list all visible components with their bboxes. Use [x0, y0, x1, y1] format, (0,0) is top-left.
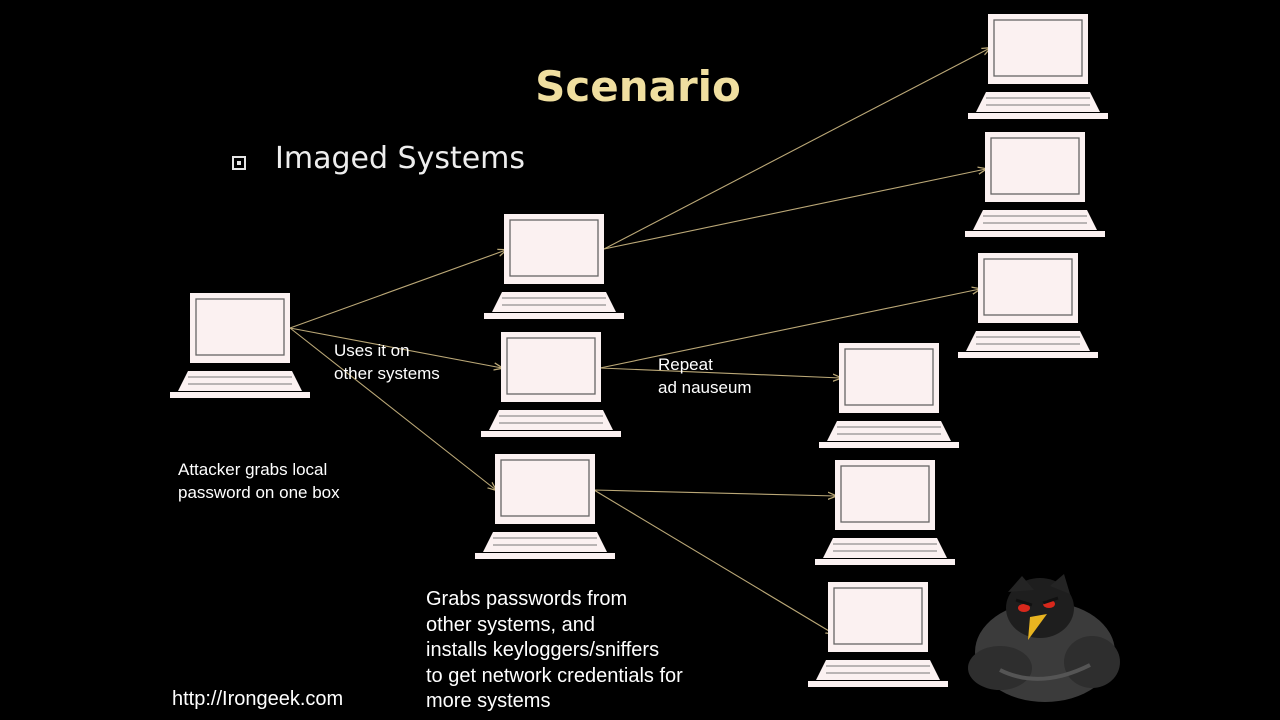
- angry-penguin-mascot: [968, 574, 1120, 702]
- laptop-icon: [808, 582, 948, 687]
- connection-arrow: [603, 169, 986, 250]
- laptop-icon: [965, 132, 1105, 237]
- laptop-icon: [815, 460, 955, 565]
- uses-note-line: Uses it on: [334, 341, 410, 360]
- connection-arrow: [289, 250, 506, 329]
- grabs-note-line: to get network credentials for: [426, 664, 683, 687]
- connection-arrow: [289, 327, 502, 368]
- connection-arrow: [593, 489, 836, 496]
- repeat-note-line: ad nauseum: [658, 378, 752, 397]
- connection-arrow: [289, 327, 496, 490]
- connection-arrow: [603, 48, 990, 250]
- repeat-note: Repeat ad nauseum: [658, 353, 752, 399]
- laptop-icon: [958, 253, 1098, 358]
- repeat-note-line: Repeat: [658, 355, 713, 374]
- grabs-note-line: more systems: [426, 690, 551, 712]
- laptops: [170, 14, 1108, 687]
- attacker-note-line: Attacker grabs local: [178, 460, 328, 479]
- laptop-icon: [170, 293, 310, 398]
- laptop-icon: [484, 214, 624, 319]
- laptop-icon: [968, 14, 1108, 119]
- laptop-icon: [481, 332, 621, 437]
- uses-note: Uses it on other systems: [334, 339, 440, 385]
- attacker-note: Attacker grabs local password on one box: [178, 458, 340, 504]
- laptop-icon: [819, 343, 959, 448]
- grabs-note-line: installs keyloggers/sniffers: [426, 639, 660, 661]
- connection-arrow: [599, 367, 841, 378]
- bullet-text: Imaged Systems: [275, 141, 526, 176]
- grabs-note-line: other systems, and: [426, 613, 595, 636]
- uses-note-line: other systems: [334, 364, 440, 383]
- slide-title: Scenario: [535, 62, 741, 111]
- attacker-note-line: password on one box: [178, 483, 340, 502]
- grabs-note-line: Grabs passwords from: [426, 588, 628, 610]
- grabs-note: Grabs passwords from other systems, and …: [426, 587, 683, 715]
- laptop-icon: [475, 454, 615, 559]
- website-url: http://Irongeek.com: [172, 688, 344, 710]
- connection-arrow: [599, 289, 980, 369]
- connection-arrow: [593, 489, 834, 634]
- square-bullet-icon: [232, 156, 246, 170]
- arrows: [289, 48, 990, 634]
